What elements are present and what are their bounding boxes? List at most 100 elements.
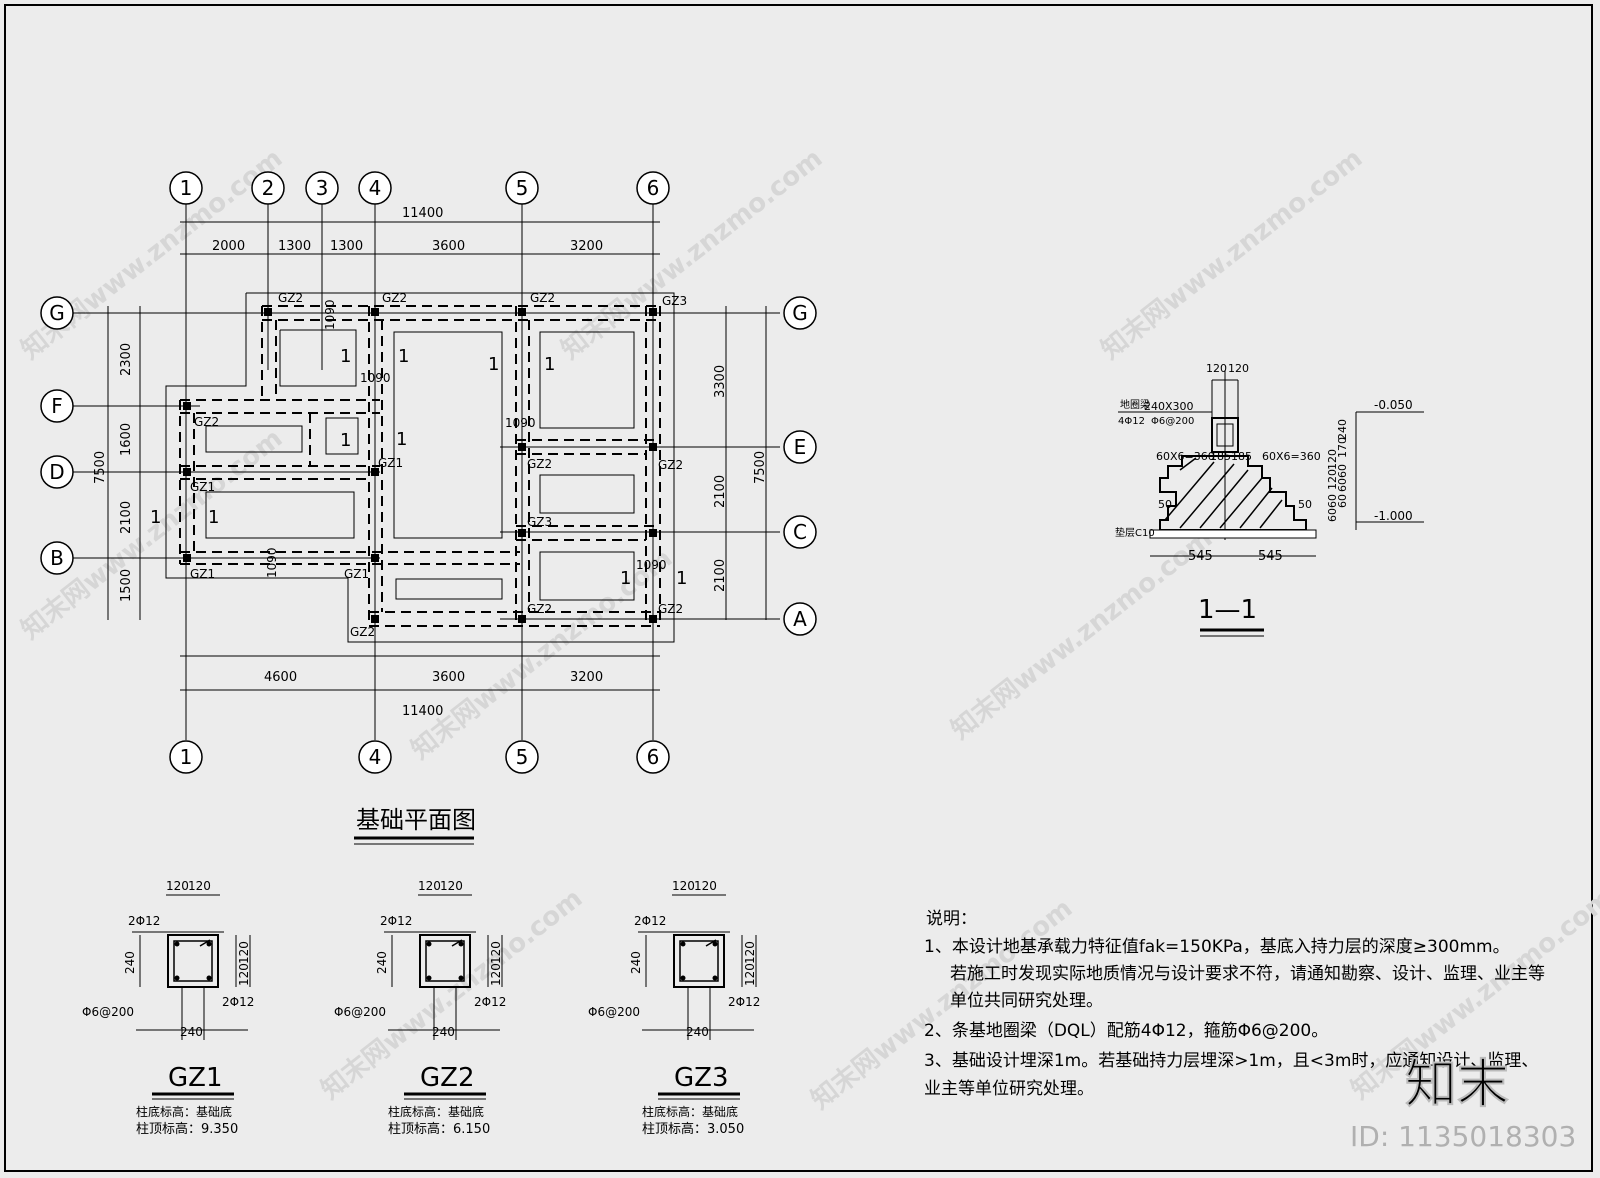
axis-bubble-left: D [40,455,74,489]
axis-bubble-bottom: 4 [358,740,392,774]
footing-inner [539,331,635,429]
svg-text:2000: 2000 [212,239,245,254]
column-mark [649,529,657,537]
svg-text:C: C [793,520,807,544]
footing-inner [205,491,355,539]
footing-section [1159,455,1307,531]
section-mark: 1 [340,346,351,367]
svg-text:120: 120 [743,963,757,986]
column-mark [371,468,379,476]
svg-text:Φ6@200: Φ6@200 [334,1005,386,1019]
svg-text:60X6=360: 60X6=360 [1262,450,1321,463]
svg-text:185185: 185185 [1210,450,1252,463]
svg-text:D: D [49,460,64,484]
plan-title: 基础平面图 [356,806,476,834]
column-mark [264,308,272,316]
svg-text:545: 545 [1258,549,1283,564]
column-mark [649,443,657,451]
svg-text:柱顶标高：6.150: 柱顶标高：6.150 [388,1121,490,1137]
column-mark [183,402,191,410]
svg-text:60: 60 [1336,478,1349,492]
svg-text:1300: 1300 [278,239,311,254]
svg-text:3200: 3200 [570,239,603,254]
svg-text:6: 6 [647,745,660,769]
svg-text:2100: 2100 [713,475,728,508]
column-label: GZ2 [194,415,219,429]
axis-bubble-bottom: 6 [636,740,670,774]
offset-dims: 1090 1090 1090 1090 1090 [265,299,667,578]
svg-text:545: 545 [1188,549,1213,564]
column-label: GZ1 [190,567,215,581]
svg-text:60: 60 [1326,508,1339,522]
svg-text:柱底标高：基础底: 柱底标高：基础底 [642,1104,738,1119]
axis-bubble-top: 2 [251,171,285,205]
section-mark: 1 [396,429,407,450]
svg-text:A: A [793,607,807,631]
svg-text:60: 60 [1326,494,1339,508]
column-label: GZ2 [278,291,303,305]
svg-text:2Φ12: 2Φ12 [128,914,160,928]
axis-bubble-left: F [40,389,74,423]
svg-text:120: 120 [166,879,189,893]
svg-text:3600: 3600 [432,670,465,685]
svg-text:5: 5 [516,745,529,769]
axis-bubble-left: G [40,296,74,330]
svg-text:2Φ12: 2Φ12 [222,995,254,1009]
axis-bubble-bottom: 5 [505,740,539,774]
svg-text:120: 120 [672,879,695,893]
svg-text:60X6=360: 60X6=360 [1156,450,1215,463]
svg-text:1500: 1500 [119,569,134,602]
svg-text:B: B [50,546,64,570]
svg-text:120: 120 [489,941,503,964]
svg-text:4Φ12: 4Φ12 [1118,416,1145,427]
column-label: GZ2 [527,457,552,471]
svg-text:50: 50 [1158,498,1172,511]
svg-text:1: 1 [180,745,193,769]
axis-bubble-top: 1 [169,171,203,205]
column-label: GZ3 [662,294,687,308]
column-label: GZ1 [344,567,369,581]
section-mark: 1 [676,568,687,589]
svg-text:4: 4 [369,176,382,200]
svg-text:120: 120 [743,941,757,964]
column-mark [649,615,657,623]
note-line: 若施工时发现实际地质情况与设计要求不符，请通知勘察、设计、监理、业主等 [950,964,1545,984]
column-label: GZ2 [527,602,552,616]
column-labels: GZ2 GZ2 GZ2 GZ3 GZ2 GZ1 GZ1 GZ1 GZ1 GZ2 … [190,291,687,639]
section-mark: 1 [398,346,409,367]
svg-text:2Φ12: 2Φ12 [728,995,760,1009]
column-mark [371,615,379,623]
foundation-plan: GZ2 GZ2 GZ2 GZ3 GZ2 GZ1 GZ1 GZ1 GZ1 GZ2 … [40,171,817,845]
svg-text:60: 60 [1336,494,1349,508]
footing-inner [325,417,359,455]
svg-text:-1.000: -1.000 [1374,509,1413,523]
svg-text:1090: 1090 [360,371,391,385]
svg-text:170: 170 [1336,437,1349,458]
section-1-1: 120 120 地圈梁 240X300 4Φ12 Φ6@200 60X6=360… [1115,362,1424,637]
svg-text:4600: 4600 [264,670,297,685]
svg-text:柱顶标高：9.350: 柱顶标高：9.350 [136,1121,238,1137]
svg-text:240X300: 240X300 [1144,400,1194,413]
svg-text:120: 120 [237,963,251,986]
axis-bubble-top: 5 [505,171,539,205]
axis-bubble-right: C [783,515,817,549]
svg-text:地圈梁: 地圈梁 [1120,398,1150,411]
svg-text:2100: 2100 [119,501,134,534]
column-label: GZ2 [658,602,683,616]
watermark-logo: 知末 [1405,1055,1509,1115]
column-label: GZ2 [382,291,407,305]
column-detail-title: GZ1 [168,1063,223,1093]
svg-text:240: 240 [375,951,389,974]
svg-text:Φ6@200: Φ6@200 [82,1005,134,1019]
svg-text:240: 240 [180,1025,203,1039]
svg-text:240: 240 [629,951,643,974]
svg-text:Φ6@200: Φ6@200 [588,1005,640,1019]
svg-text:1300: 1300 [330,239,363,254]
svg-text:5: 5 [516,176,529,200]
svg-text:1090: 1090 [636,558,667,572]
svg-text:6: 6 [647,176,660,200]
svg-text:120: 120 [418,879,441,893]
svg-text:1090: 1090 [505,416,536,430]
